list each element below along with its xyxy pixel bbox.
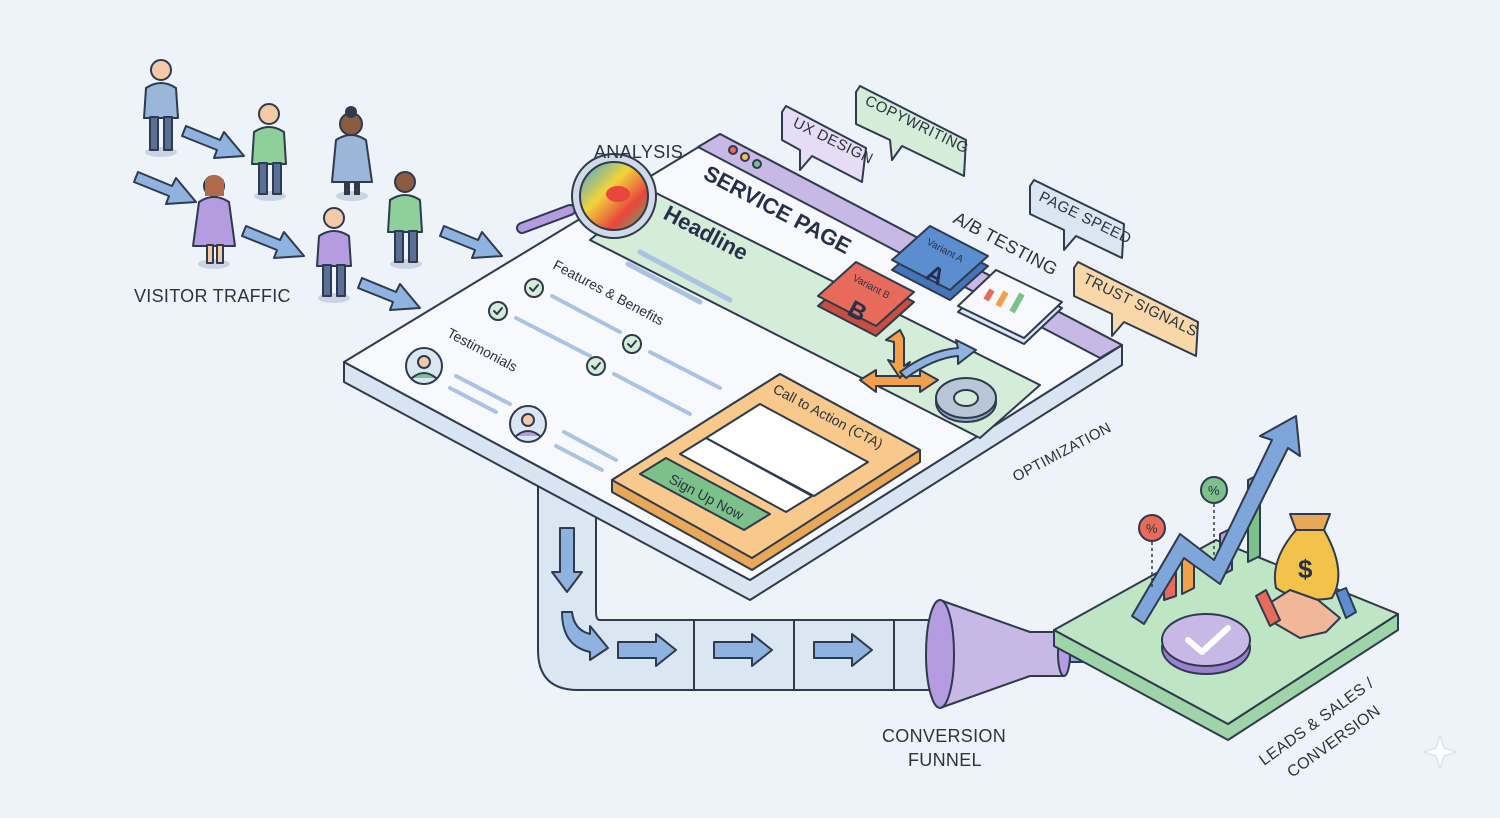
variant-b-card: Variant B B xyxy=(817,261,915,337)
arrow-icon xyxy=(181,125,245,159)
conversion-funnel-label-2: FUNNEL xyxy=(908,750,982,770)
traffic-arrows xyxy=(133,125,503,311)
arrow-icon xyxy=(813,633,873,667)
tag-copywriting: COPYWRITING xyxy=(855,85,971,177)
visitor-person-icon xyxy=(251,103,287,201)
svg-text:$: $ xyxy=(1298,554,1313,584)
variant-a-card: Variant A A xyxy=(891,225,989,301)
cta-input-field[interactable] xyxy=(679,437,813,513)
arrow-icon xyxy=(551,527,583,593)
visitor-traffic-group: VISITOR TRAFFIC xyxy=(133,59,503,311)
growth-chart-icon: % % xyxy=(1131,415,1301,625)
arrow-icon xyxy=(439,225,503,259)
svg-text:%: % xyxy=(1208,483,1220,498)
arrow-icon xyxy=(357,277,421,311)
arrow-icon xyxy=(899,339,977,379)
visitor-person-icon xyxy=(143,59,179,157)
visitor-traffic-label: VISITOR TRAFFIC xyxy=(134,286,291,306)
visitor-person-icon xyxy=(316,207,352,303)
service-page: SERVICE PAGE Headline Features & Benefit… xyxy=(343,133,1123,601)
money-bag-icon: $ xyxy=(1273,513,1340,601)
mini-chart-card xyxy=(957,269,1063,345)
arrow-icon xyxy=(241,225,305,259)
check-icon xyxy=(524,278,544,298)
testimonial-avatar xyxy=(509,405,547,443)
check-icon xyxy=(586,356,606,376)
check-icon xyxy=(622,334,642,354)
magnifier-heatmap-icon xyxy=(516,153,657,239)
visitor-person-icon xyxy=(192,175,236,269)
arrow-icon xyxy=(133,171,197,205)
arrow-icon xyxy=(617,633,677,667)
percent-badge-icon xyxy=(1138,514,1166,542)
visitor-person-icon xyxy=(331,106,373,201)
testimonial-avatar xyxy=(405,347,443,385)
arrow-icon xyxy=(713,633,773,667)
svg-text:%: % xyxy=(1146,521,1158,536)
sign-up-button[interactable] xyxy=(639,457,771,531)
pipe xyxy=(537,469,941,691)
arrow-icon xyxy=(561,611,609,661)
window-dot-icon xyxy=(728,145,738,155)
handshake-icon xyxy=(1255,587,1357,639)
conversion-funnel-label-1: CONVERSION xyxy=(882,726,1006,746)
analysis-label: ANALYSIS xyxy=(594,142,683,162)
success-check-icon xyxy=(1161,613,1251,675)
conversion-platform: % % $ xyxy=(1053,415,1399,741)
feature-list xyxy=(488,278,722,416)
visitor-person-icon xyxy=(387,171,423,269)
tag-page-speed: PAGE SPEED xyxy=(1029,179,1134,259)
optimization-label: OPTIMIZATION xyxy=(1010,419,1114,485)
window-dot-icon xyxy=(752,159,762,169)
gear-icon xyxy=(935,377,997,423)
percent-badge-icon xyxy=(1200,476,1228,504)
check-icon xyxy=(488,301,508,321)
window-dot-icon xyxy=(740,152,750,162)
sparkle-icon xyxy=(1422,734,1458,770)
